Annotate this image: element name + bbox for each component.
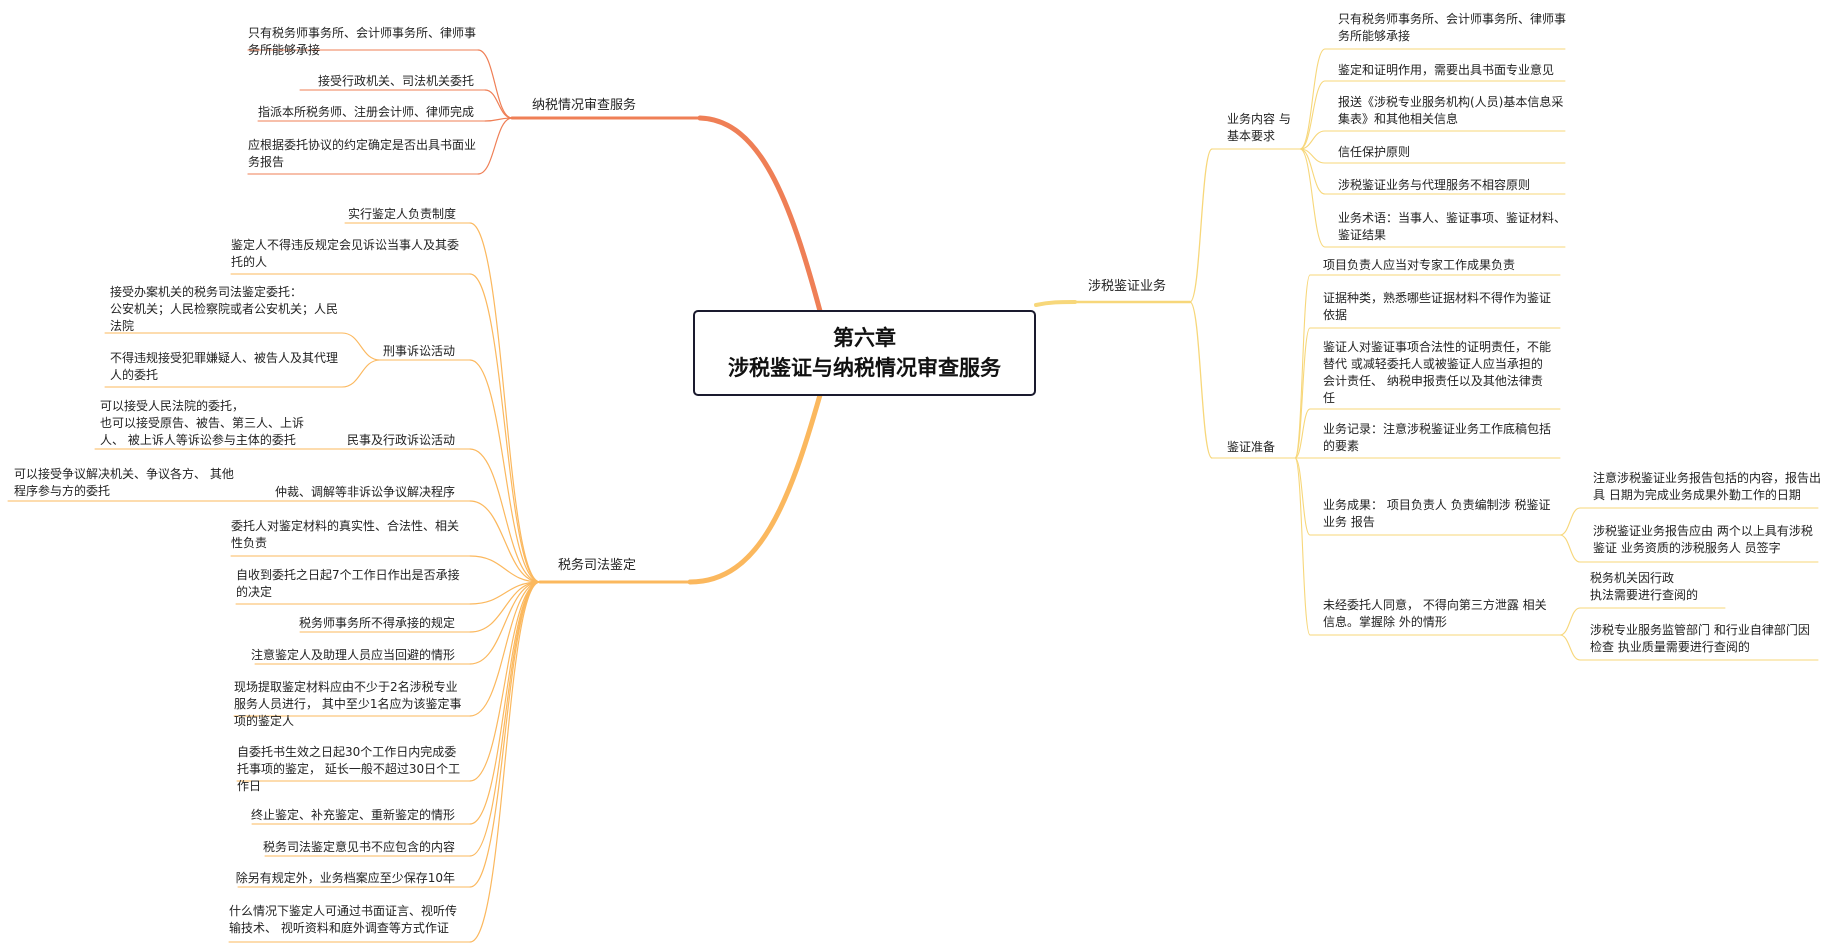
judicial-item[interactable]: 自收到委托之日起7个工作日作出是否承接 的决定 xyxy=(236,568,460,599)
central-topic[interactable]: 第六章 涉税鉴证与纳税情况审查服务 xyxy=(693,310,1036,396)
tax-review-item[interactable]: 只有税务师事务所、会计师事务所、律师事 务所能够承接 xyxy=(248,26,477,57)
connector-line xyxy=(1559,507,1581,536)
connector-line xyxy=(469,359,541,583)
judicial-item[interactable]: 除另有规定外，业务档案应至少保存10年 xyxy=(235,871,455,885)
confidential-item[interactable]: 涉税专业服务监管部门 和行业自律部门因 检查 执业质量需要进行查阅的 xyxy=(1590,623,1810,654)
prep-confidential-label[interactable]: 未经委托人同意， 不得向第三方泄露 相关 信息。掌握除 外的情形 xyxy=(1323,598,1547,629)
connector-line xyxy=(469,581,541,782)
branch-connector xyxy=(697,115,823,314)
branch-judicial[interactable]: 税务司法鉴定 xyxy=(558,558,637,573)
judicial-item[interactable]: 现场提取鉴定材料应由不少于2名涉税专业 服务人员进行， 其中至少1名应为该鉴定事… xyxy=(234,680,462,728)
judicial-item[interactable]: 自委托书生效之日起30个工作日内完成委 托事项的鉴定， 延长一般不超过30日个工… xyxy=(237,745,461,793)
tax-review-item[interactable]: 指派本所税务师、注册会计师、律师完成 xyxy=(257,105,474,119)
connector-line xyxy=(1189,301,1213,459)
judicial-arbitration-label[interactable]: 仲裁、调解等非诉讼争议解决程序 xyxy=(274,485,455,499)
connector-line xyxy=(469,581,541,633)
connector-line xyxy=(469,448,541,583)
branch-assurance[interactable]: 涉税鉴证业务 xyxy=(1088,279,1167,294)
connector-line xyxy=(1299,148,1326,248)
connector-line xyxy=(1559,634,1581,661)
connector-line xyxy=(1559,607,1581,636)
connector-line xyxy=(469,581,541,888)
judicial-item[interactable]: 什么情况下鉴定人可通过书面证言、视听传 输技术、 视听资料和庭外调查等方式作证 xyxy=(229,904,458,935)
judicial-criminal-label[interactable]: 刑事诉讼活动 xyxy=(382,344,455,358)
content-item[interactable]: 业务术语：当事人、鉴证事项、鉴证材料、 鉴证结果 xyxy=(1338,211,1567,242)
connector-line xyxy=(477,49,513,119)
connector-line xyxy=(1294,457,1311,536)
result-item[interactable]: 注意涉税鉴证业务报告包括的内容，报告出 具 日期为完成业务成果外勤工作的日期 xyxy=(1593,471,1822,502)
judicial-meeting-rule[interactable]: 鉴定人不得违反规定会见诉讼当事人及其委 托的人 xyxy=(231,238,460,269)
content-item[interactable]: 涉税鉴证业务与代理服务不相容原则 xyxy=(1338,178,1531,192)
connector-line xyxy=(1299,80,1326,150)
content-item[interactable]: 报送《涉税专业服务机构(人员)基本信息采 集表》和其他相关信息 xyxy=(1338,95,1564,126)
prep-result-label[interactable]: 业务成果： 项目负责人 负责编制涉 税鉴证 业务 报告 xyxy=(1323,498,1551,529)
tax-review-item[interactable]: 接受行政机关、司法机关委托 xyxy=(317,74,474,88)
connector-line xyxy=(1189,148,1213,303)
judicial-item[interactable]: 注意鉴定人及助理人员应当回避的情形 xyxy=(250,648,455,662)
assurance-content-label[interactable]: 业务内容 与 基本要求 xyxy=(1227,112,1291,143)
assurance-prep-label[interactable]: 鉴证准备 xyxy=(1227,440,1276,454)
connector-line xyxy=(469,581,541,605)
branch-connector xyxy=(1034,300,1077,307)
connector-line xyxy=(469,581,541,943)
prep-item[interactable]: 证据种类，熟悉哪些证据材料不得作为鉴证 依据 xyxy=(1323,291,1552,322)
branch-connector xyxy=(687,392,823,585)
prep-item[interactable]: 鉴证人对鉴证事项合法性的证明责任，不能 替代 或减轻委托人或被鉴证人应当承担的 … xyxy=(1323,340,1552,405)
judicial-item[interactable]: 委托人对鉴定材料的真实性、合法性、相关 性负责 xyxy=(231,519,460,550)
content-item[interactable]: 鉴定和证明作用，需要出具书面专业意见 xyxy=(1338,63,1555,77)
connector-line xyxy=(1294,327,1311,459)
connector-line xyxy=(469,500,541,583)
judicial-responsibility[interactable]: 实行鉴定人负责制度 xyxy=(347,207,456,221)
branch-tax-review[interactable]: 纳税情况审查服务 xyxy=(532,98,637,113)
connector-line xyxy=(1299,48,1326,150)
central-title-line2: 涉税鉴证与纳税情况审查服务 xyxy=(728,356,1001,380)
connector-line xyxy=(1299,148,1326,195)
result-item[interactable]: 涉税鉴证业务报告应由 两个以上具有涉税 鉴证 业务资质的涉税服务人 员签字 xyxy=(1593,524,1813,555)
judicial-civil-label[interactable]: 民事及行政诉讼活动 xyxy=(346,433,455,447)
connector-line xyxy=(484,89,513,119)
connector-line xyxy=(469,581,541,717)
connector-line xyxy=(469,581,541,825)
connector-line xyxy=(477,117,513,175)
connector-line xyxy=(469,555,541,583)
connector-line xyxy=(1294,457,1311,636)
criminal-item[interactable]: 不得违规接受犯罪嫌疑人、被告人及其代理 人的委托 xyxy=(110,351,339,382)
connector-line xyxy=(1299,130,1326,150)
judicial-item[interactable]: 税务师事务所不得承接的规定 xyxy=(298,616,455,630)
content-item[interactable]: 信任保护原则 xyxy=(1338,145,1411,159)
judicial-item[interactable]: 税务司法鉴定意见书不应包含的内容 xyxy=(262,840,455,854)
tax-review-item[interactable]: 应根据委托协议的约定确定是否出具书面业 务报告 xyxy=(248,138,477,169)
connector-line xyxy=(469,222,541,583)
connector-line xyxy=(1294,408,1311,459)
connector-line xyxy=(469,581,541,665)
confidential-item[interactable]: 税务机关因行政 执法需要进行查阅的 xyxy=(1590,571,1699,602)
prep-item[interactable]: 项目负责人应当对专家工作成果负责 xyxy=(1323,258,1516,272)
prep-item[interactable]: 业务记录：注意涉税鉴证业务工作底稿包括 的要素 xyxy=(1323,422,1552,453)
connector-line xyxy=(341,359,381,388)
civil-item[interactable]: 可以接受人民法院的委托， 也可以接受原告、被告、第三人、上诉 人、 被上诉人等诉… xyxy=(100,399,305,447)
central-title-line1: 第六章 xyxy=(833,326,896,350)
criminal-item[interactable]: 接受办案机关的税务司法鉴定委托： 公安机关；人民检察院或者公安机关；人民 法院 xyxy=(110,285,339,333)
connector-line xyxy=(1559,534,1581,563)
connector-line xyxy=(469,273,541,583)
connector-line xyxy=(341,332,381,361)
content-item[interactable]: 只有税务师事务所、会计师事务所、律师事 务所能够承接 xyxy=(1338,12,1567,43)
arbitration-item[interactable]: 可以接受争议解决机关、争议各方、 其他 程序参与方的委托 xyxy=(14,467,234,498)
judicial-item[interactable]: 终止鉴定、补充鉴定、重新鉴定的情形 xyxy=(250,808,455,822)
